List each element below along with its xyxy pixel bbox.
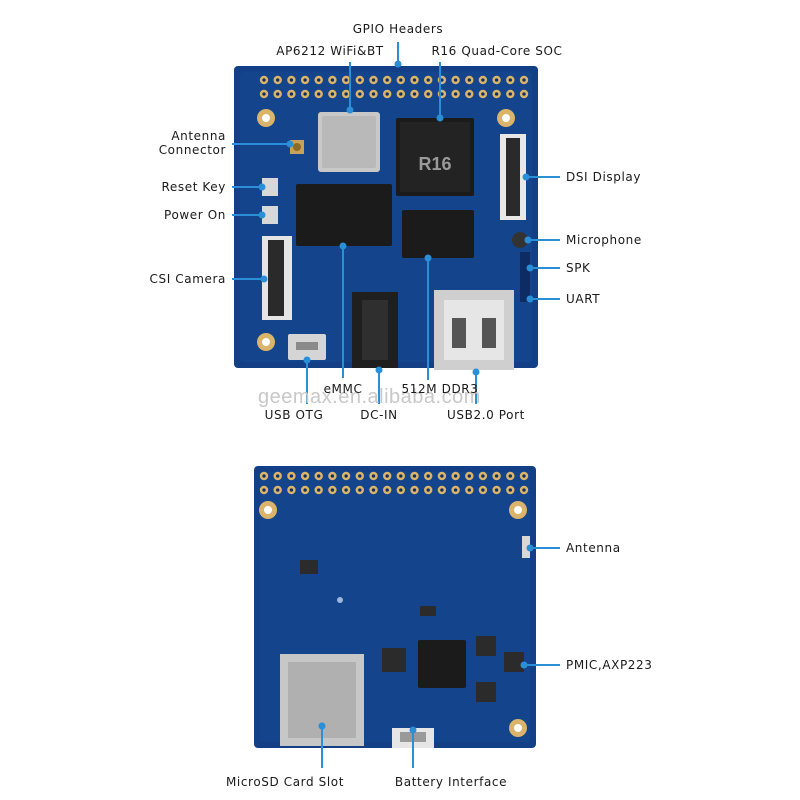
top-gpio-header bbox=[259, 75, 529, 99]
microphone-component bbox=[512, 232, 528, 248]
label-gpio-headers: GPIO Headers bbox=[352, 22, 444, 36]
label-soc: R16 Quad-Core SOC bbox=[431, 44, 563, 58]
label-microphone: Microphone bbox=[566, 233, 642, 247]
watermark: geemax.en.alibaba.com bbox=[258, 386, 481, 408]
top-board: R16 bbox=[234, 66, 538, 370]
label-ddr3: 512M DDR3 bbox=[401, 382, 479, 396]
label-usb-otg: USB OTG bbox=[264, 408, 324, 422]
bottom-gpio-header bbox=[259, 471, 529, 495]
label-uart: UART bbox=[566, 292, 601, 306]
label-battery-interface: Battery Interface bbox=[394, 775, 508, 789]
label-antenna-connector-line1: Antenna bbox=[171, 129, 226, 143]
label-antenna: Antenna bbox=[566, 541, 621, 555]
label-microsd-slot: MicroSD Card Slot bbox=[225, 775, 345, 789]
label-emmc: eMMC bbox=[323, 382, 363, 396]
leader-lines bbox=[232, 42, 560, 768]
label-antenna-connector-line2: Connector bbox=[158, 143, 226, 157]
power-button bbox=[262, 206, 278, 224]
label-usb2-port: USB2.0 Port bbox=[447, 408, 525, 422]
label-wifi-bt: AP6212 WiFi&BT bbox=[276, 44, 384, 58]
ddr-chip bbox=[402, 210, 474, 258]
soc-chip-mark: R16 bbox=[418, 154, 451, 174]
bottom-board bbox=[254, 466, 536, 748]
pmic-chip bbox=[418, 640, 466, 688]
label-pmic: PMIC,AXP223 bbox=[566, 658, 653, 672]
reset-button bbox=[262, 178, 278, 196]
label-dsi-display: DSI Display bbox=[566, 170, 642, 184]
label-reset-key: Reset Key bbox=[161, 180, 226, 194]
label-csi-camera: CSI Camera bbox=[149, 272, 226, 286]
antenna-pad bbox=[522, 536, 530, 558]
label-dc-in: DC-IN bbox=[360, 408, 398, 422]
label-power-on: Power On bbox=[164, 208, 226, 222]
emmc-chip bbox=[296, 184, 392, 246]
label-spk: SPK bbox=[566, 261, 591, 275]
